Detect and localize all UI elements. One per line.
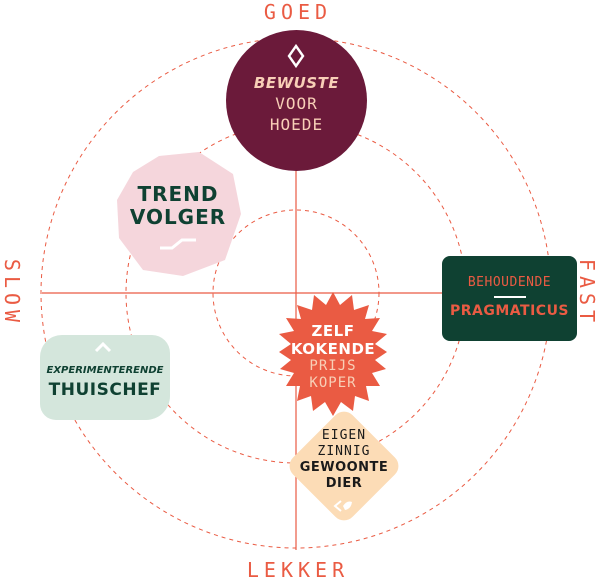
badge-line-1: TREND: [137, 182, 219, 206]
badge-trendvolger-shape: [117, 152, 241, 276]
badge-line-3: PRIJS: [309, 358, 357, 374]
badge-line-2: KOKENDE: [290, 340, 376, 358]
badge-line-3: HOEDE: [269, 115, 324, 134]
axis-label-bottom: LEKKER: [246, 558, 350, 582]
badge-line-2: VOLGER: [129, 205, 227, 229]
leaf-icon: [333, 500, 352, 512]
badge-line-1: EXPERIMENTERENDE: [46, 365, 164, 376]
badge-line-2: VOOR: [275, 94, 318, 113]
badge-line-2: PRAGMATICUS: [449, 303, 570, 319]
axis-label-top: GOED: [263, 0, 333, 24]
badge-eigenzinnig-gewoontedier: EIGEN ZINNIG GEWOONTE DIER: [270, 428, 418, 492]
diamond-icon: [287, 44, 305, 68]
badge-behoudende-pragmaticus: BEHOUDENDE PRAGMATICUS: [442, 256, 577, 341]
badge-zelfkokende-prijskoper: ZELF KOKENDE PRIJS KOPER: [268, 322, 398, 392]
divider: [494, 296, 526, 298]
badge-line-1: ZELF: [311, 322, 355, 340]
badge-line-1: BEWUSTE: [253, 74, 340, 92]
trend-arrow-icon: [160, 238, 196, 250]
chevron-up-icon: [94, 341, 112, 353]
badge-experimenterende-thuischef: EXPERIMENTERENDE THUISCHEF: [40, 335, 170, 420]
badge-zelfkokende-prijskoper-shape: [279, 292, 387, 416]
badge-line-4: DIER: [325, 476, 363, 491]
axis-label-left: SLOW: [0, 258, 24, 328]
badge-line-1: BEHOUDENDE: [467, 275, 552, 290]
badge-trendvolger: TREND VOLGER: [113, 183, 243, 229]
badge-bewuste-voorhoede: BEWUSTE VOOR HOEDE: [226, 30, 367, 171]
badge-line-2: THUISCHEF: [48, 380, 162, 400]
badge-eigenzinnig-gewoontedier-shape: [289, 411, 399, 521]
badge-line-2: ZINNIG: [317, 444, 371, 459]
axis-label-right: FAST: [575, 258, 599, 328]
badge-line-4: KOPER: [309, 375, 357, 391]
badge-line-3: GEWOONTE: [299, 460, 389, 475]
badge-line-1: EIGEN: [321, 428, 367, 443]
